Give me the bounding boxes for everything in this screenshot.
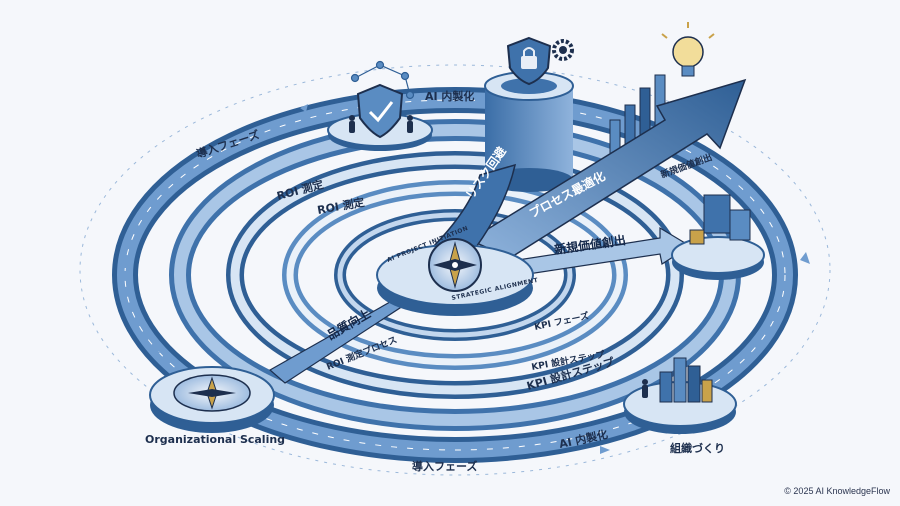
people-icon <box>642 379 648 398</box>
label-bottom-phase: 導入フェーズ <box>412 459 477 473</box>
lock-tower <box>485 38 573 192</box>
copyright-text: © 2025 AI KnowledgeFlow <box>784 486 890 496</box>
scaling-platform <box>150 367 274 433</box>
lightbulb-icon <box>662 22 714 76</box>
gear-icon <box>554 41 572 59</box>
compass-icon <box>429 239 481 291</box>
label-top-ai: AI 内製化 <box>425 89 474 103</box>
label-org-build: 組織づくり <box>670 441 725 455</box>
label-org-scaling: Organizational Scaling <box>145 433 285 446</box>
compass-icon <box>174 375 250 411</box>
